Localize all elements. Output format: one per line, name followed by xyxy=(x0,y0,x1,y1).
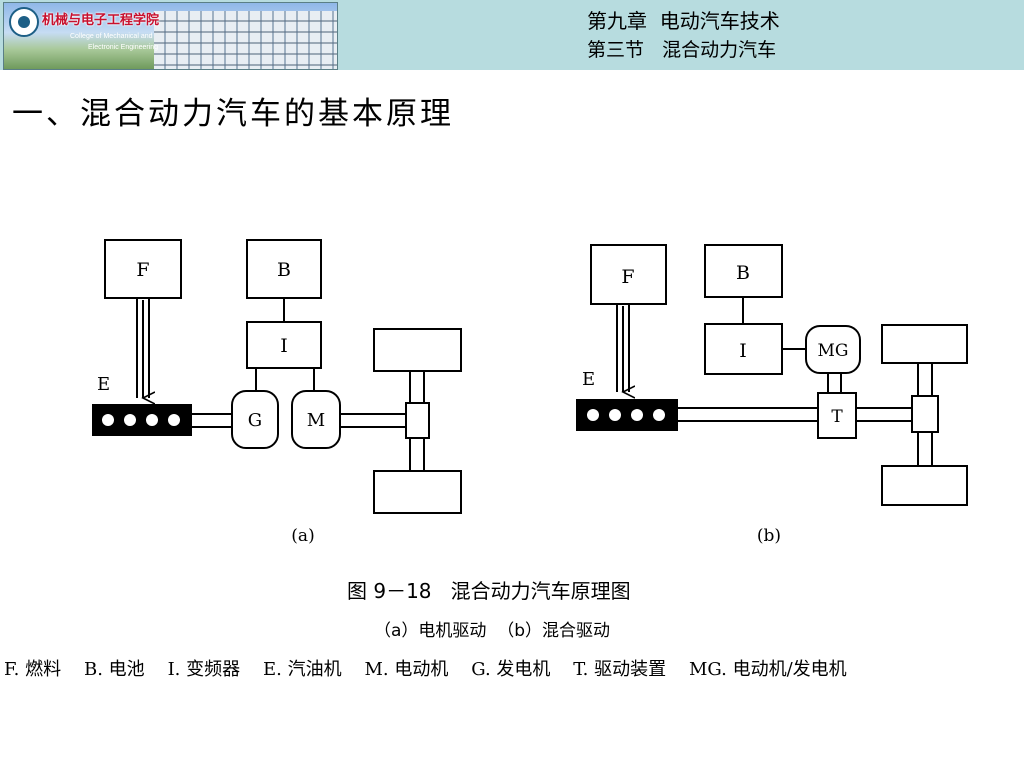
a-generator-label: G xyxy=(248,410,262,431)
chapter-title: 第九章 电动汽车技术 xyxy=(587,9,780,33)
b-motor-generator-label: MG xyxy=(818,341,849,361)
a-wheel-bottom xyxy=(373,470,462,514)
a-fuel-label: F xyxy=(136,259,149,281)
a-motor-box xyxy=(291,390,341,449)
slide-header: 机械与电子工程学院 College of Mechanical and Elec… xyxy=(0,0,1024,70)
b-engine-label: E xyxy=(582,369,595,390)
b-motor-generator-box xyxy=(805,325,861,374)
diagram-b xyxy=(576,244,968,506)
a-motor-label: M xyxy=(307,410,325,431)
figure-caption: 图 9－18 混合动力汽车原理图 xyxy=(347,579,631,603)
college-emblem-icon xyxy=(9,7,39,37)
b-fuel-label: F xyxy=(621,266,634,288)
b-transmission-label: T xyxy=(831,407,843,427)
a-fuel-box xyxy=(104,239,182,299)
diagram-a xyxy=(92,239,462,514)
figure-legend: F. 燃料 B. 电池 I. 变频器 E. 汽油机 M. 电动机 G. 发电机 … xyxy=(4,659,847,680)
b-differential xyxy=(911,395,939,433)
b-battery-label: B xyxy=(736,262,750,284)
logo-college-name: 机械与电子工程学院 xyxy=(42,13,160,28)
logo-english-line-1: College of Mechanical and xyxy=(70,33,153,40)
figure-subcaption: （a）电机驱动 （b）混合驱动 xyxy=(374,621,611,641)
a-engine-label: E xyxy=(97,374,110,395)
b-inverter-label: I xyxy=(739,340,747,362)
hybrid-principle-diagram: F B I G M E (a) xyxy=(92,239,968,546)
campus-building-image xyxy=(154,11,337,69)
b-wheel-bottom xyxy=(881,465,968,506)
a-inverter-label: I xyxy=(280,335,288,357)
logo-english-line-2: Electronic Engineering xyxy=(88,44,159,51)
b-transmission-box xyxy=(817,392,857,439)
a-wheel-top xyxy=(373,328,462,372)
b-diagram-label: (b) xyxy=(757,526,781,546)
slide-title: 一、混合动力汽车的基本原理 xyxy=(12,96,454,132)
a-diagram-label: (a) xyxy=(291,526,314,546)
college-logo: 机械与电子工程学院 College of Mechanical and Elec… xyxy=(3,2,338,70)
a-battery-label: B xyxy=(277,259,291,281)
a-differential xyxy=(405,402,430,439)
section-title: 第三节 混合动力汽车 xyxy=(587,39,777,61)
b-wheel-top xyxy=(881,324,968,364)
